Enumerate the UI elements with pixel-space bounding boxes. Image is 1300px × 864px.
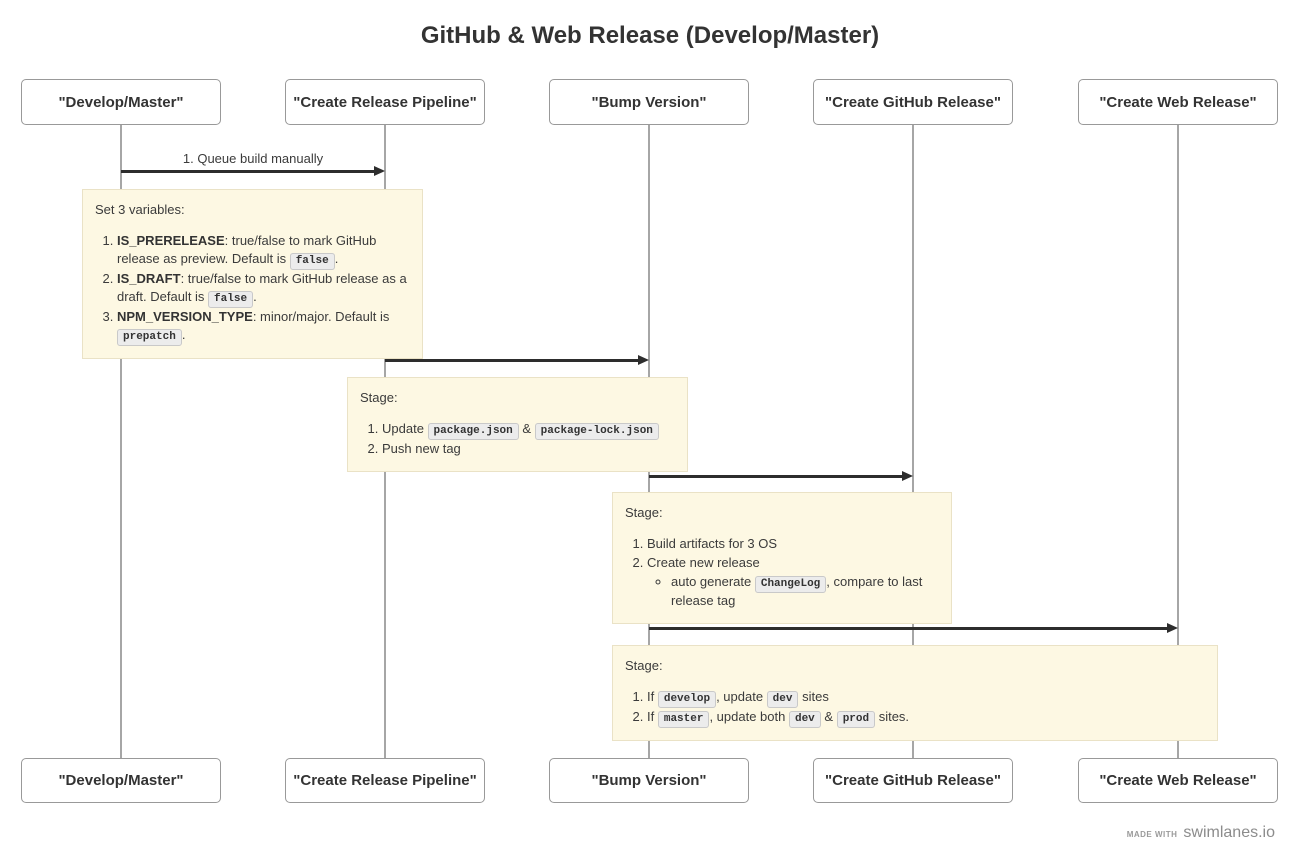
lifeline-develop-master xyxy=(120,125,122,758)
actor-bottom-create-github-release: "Create GitHub Release" xyxy=(813,758,1013,803)
actor-top-create-release-pipeline: "Create Release Pipeline" xyxy=(285,79,485,125)
note-list-item: NPM_VERSION_TYPE: minor/major. Default i… xyxy=(117,308,410,347)
note-stage-bump-version: Stage: Update package.json & package-loc… xyxy=(347,377,688,473)
made-with-label: MADE WITH xyxy=(1126,830,1178,839)
note-list: If develop, update dev sitesIf master, u… xyxy=(625,688,1205,729)
note-list-item: IS_DRAFT: true/false to mark GitHub rele… xyxy=(117,270,410,308)
inline-code: dev xyxy=(766,690,799,708)
actor-top-create-web-release: "Create Web Release" xyxy=(1078,79,1278,125)
note-list: Update package.json & package-lock.jsonP… xyxy=(360,420,675,458)
actor-bottom-bump-version: "Bump Version" xyxy=(549,758,749,803)
actor-top-create-github-release: "Create GitHub Release" xyxy=(813,79,1013,125)
variable-name: IS_PRERELEASE xyxy=(117,232,225,248)
note-sublist-item: auto generate ChangeLog, compare to last… xyxy=(671,573,939,610)
inline-code: false xyxy=(289,252,335,270)
note-list-item: Update package.json & package-lock.json xyxy=(382,420,675,440)
message-arrow xyxy=(121,166,385,176)
lifeline-create-github-release xyxy=(912,125,914,758)
note-list-item: Push new tag xyxy=(382,440,675,458)
variable-name: NPM_VERSION_TYPE xyxy=(117,309,253,325)
lifeline-create-web-release xyxy=(1177,125,1179,758)
note-set-variables: Set 3 variables: IS_PRERELEASE: true/fal… xyxy=(82,189,423,360)
swimlanes-brand-link[interactable]: swimlanes.io xyxy=(1183,824,1275,841)
note-stage-github-release: Stage: Build artifacts for 3 OSCreate ne… xyxy=(612,492,952,624)
arrowhead-right-icon xyxy=(1167,623,1178,633)
message-arrow xyxy=(649,471,913,481)
note-title: Stage: xyxy=(625,505,663,520)
inline-code: develop xyxy=(657,690,717,708)
note-list-item: If develop, update dev sites xyxy=(647,688,1205,708)
note-stage-web-release: Stage: If develop, update dev sitesIf ma… xyxy=(612,645,1218,742)
note-list: Build artifacts for 3 OSCreate new relea… xyxy=(625,535,939,610)
note-list-item: IS_PRERELEASE: true/false to mark GitHub… xyxy=(117,232,410,270)
page-title: GitHub & Web Release (Develop/Master) xyxy=(420,22,880,49)
note-title: Set 3 variables: xyxy=(95,202,185,217)
actor-bottom-create-release-pipeline: "Create Release Pipeline" xyxy=(285,758,485,803)
message-label: 1. Queue build manually xyxy=(182,151,324,166)
actor-top-develop-master: "Develop/Master" xyxy=(21,79,221,125)
inline-code: dev xyxy=(788,711,821,729)
inline-code: master xyxy=(657,711,710,729)
note-list-item: Build artifacts for 3 OS xyxy=(647,535,939,553)
arrowhead-right-icon xyxy=(902,471,913,481)
variable-name: IS_DRAFT xyxy=(117,271,181,287)
actor-top-bump-version: "Bump Version" xyxy=(549,79,749,125)
inline-code: prod xyxy=(836,711,876,729)
message-arrow xyxy=(385,355,649,365)
actor-bottom-develop-master: "Develop/Master" xyxy=(21,758,221,803)
inline-code: false xyxy=(208,290,254,308)
inline-code: package-lock.json xyxy=(534,422,659,440)
note-title: Stage: xyxy=(360,390,398,405)
actor-bottom-create-web-release: "Create Web Release" xyxy=(1078,758,1278,803)
note-sublist: auto generate ChangeLog, compare to last… xyxy=(647,573,939,610)
message-arrow xyxy=(649,623,1178,633)
inline-code: package.json xyxy=(427,422,519,440)
note-list-item: Create new releaseauto generate ChangeLo… xyxy=(647,554,939,610)
footer: MADE WITH swimlanes.io xyxy=(1127,824,1275,842)
arrowhead-right-icon xyxy=(374,166,385,176)
note-title: Stage: xyxy=(625,658,663,673)
arrowhead-right-icon xyxy=(638,355,649,365)
inline-code: prepatch xyxy=(117,329,182,347)
inline-code: ChangeLog xyxy=(754,575,827,593)
note-list: IS_PRERELEASE: true/false to mark GitHub… xyxy=(95,232,410,347)
note-list-item: If master, update both dev & prod sites. xyxy=(647,708,1205,729)
